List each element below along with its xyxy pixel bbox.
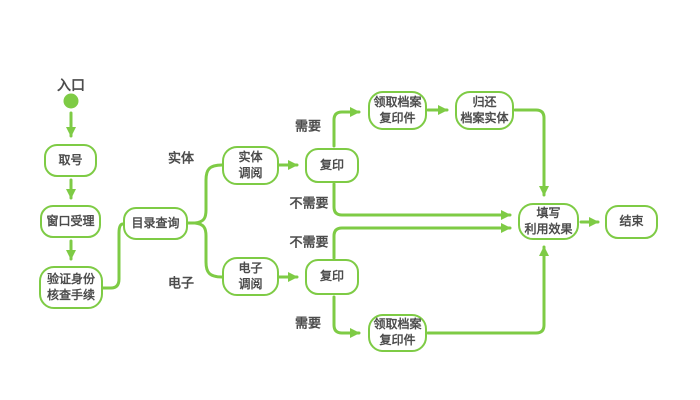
node-verify-identity: 验证身份 核查手续	[39, 266, 103, 309]
node-fill-usage-effect: 填写 利用效果	[518, 203, 579, 240]
entry-start-dot	[63, 93, 79, 109]
node-copy-electronic: 复印	[305, 259, 359, 295]
edge-copy-need-to-receive-top	[332, 107, 361, 148]
edge-label-no-need-physical: 不需要	[289, 196, 329, 212]
entry-label: 入口	[57, 78, 85, 94]
node-take-number: 取号	[44, 144, 97, 177]
node-return-physical: 归还 档案实体	[455, 91, 514, 130]
edge-label-need-electronic: 需要	[294, 316, 322, 332]
node-end: 结束	[605, 205, 658, 239]
node-receive-copies-electronic: 领取档案 复印件	[368, 314, 427, 352]
edge-receive-bottom-to-fill	[426, 245, 549, 335]
node-copy-physical: 复印	[305, 148, 359, 183]
edge-label-no-need-electronic: 不需要	[289, 235, 329, 251]
node-receive-copies-physical: 领取档案 复印件	[368, 91, 427, 130]
edge-copy-physical-no-need-to-fill	[332, 182, 512, 220]
edge-return-to-fill-effect	[513, 108, 549, 197]
edge-copy-electronic-no-need-to-fill	[332, 223, 512, 260]
edge-copy-need-to-receive-bottom	[332, 295, 361, 338]
node-electronic-retrieval: 电子 调阅	[222, 257, 279, 296]
node-window-accept: 窗口受理	[40, 205, 101, 238]
edge-label-physical-branch: 实体	[167, 151, 195, 167]
edge-label-need-physical: 需要	[294, 119, 322, 135]
edge-verify-to-catalog	[101, 222, 125, 290]
brace-split-physical-electronic	[194, 163, 224, 279]
node-physical-retrieval: 实体 调阅	[222, 146, 279, 185]
node-catalog-query: 目录查询	[123, 207, 188, 240]
edge-label-electronic-branch: 电子	[167, 276, 195, 292]
